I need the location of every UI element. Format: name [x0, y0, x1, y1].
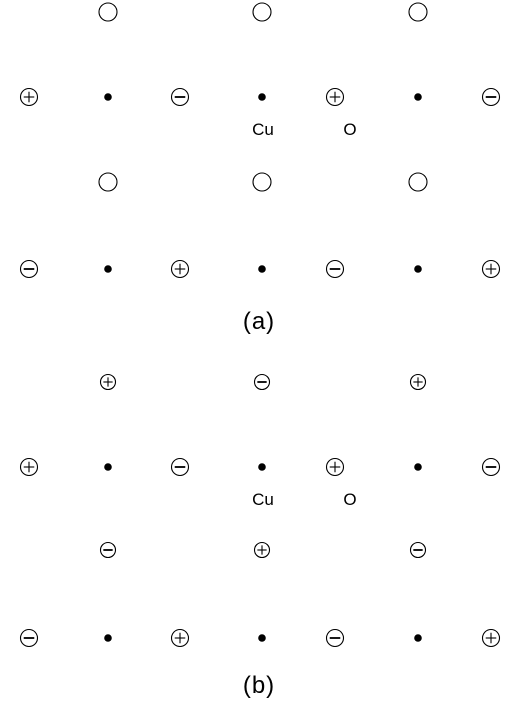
panel-b-cu-atom-dot	[104, 463, 112, 471]
panel-b-plus-circle-icon	[170, 628, 190, 648]
panel-a-caption: (a)	[243, 308, 275, 335]
panel-a-o-label: O	[343, 120, 356, 139]
panel-a-empty-circle-icon	[98, 172, 118, 192]
panel-b-minus-circle-icon	[19, 628, 39, 648]
panel-a-minus-circle-icon	[170, 87, 190, 107]
panel-b-cu-atom-dot	[414, 634, 422, 642]
panel-a-minus-circle-icon	[481, 87, 501, 107]
panel-a-cu-atom-dot	[258, 93, 266, 101]
panel-a-cu-atom-dot	[104, 93, 112, 101]
panel-a-cu-atom-dot	[414, 93, 422, 101]
panel-a-plus-circle-icon	[481, 259, 501, 279]
panel-b-plus-circle-icon	[99, 373, 117, 391]
panel-b-cu-atom-dot	[414, 463, 422, 471]
panel-a-plus-circle-icon	[19, 87, 39, 107]
panel-b-plus-circle-icon	[253, 541, 271, 559]
panel-b-plus-circle-icon	[19, 457, 39, 477]
panel-a-plus-circle-icon	[170, 259, 190, 279]
panel-b-cu-atom-dot	[258, 634, 266, 642]
panel-b-plus-circle-icon	[409, 373, 427, 391]
panel-b-minus-circle-icon	[325, 628, 345, 648]
panel-b-caption: (b)	[243, 672, 275, 699]
panel-a-empty-circle-icon	[252, 2, 272, 22]
panel-a-empty-circle-icon	[408, 2, 428, 22]
panel-b-cu-atom-dot	[104, 634, 112, 642]
panel-b-minus-circle-icon	[409, 541, 427, 559]
panel-a-empty-circle-icon	[408, 172, 428, 192]
panel-b-minus-circle-icon	[170, 457, 190, 477]
panel-a-cu-atom-dot	[104, 265, 112, 273]
panel-a-minus-circle-icon	[19, 259, 39, 279]
panel-a-empty-circle-icon	[252, 172, 272, 192]
panel-b-cu-label: Cu	[252, 490, 274, 509]
panel-b-minus-circle-icon	[99, 541, 117, 559]
panel-a: Cu O (a)	[19, 2, 501, 335]
panel-b-minus-circle-icon	[253, 373, 271, 391]
panel-b-cu-atom-dot	[258, 463, 266, 471]
panel-a-cu-label: Cu	[252, 120, 274, 139]
panel-b-minus-circle-icon	[481, 457, 501, 477]
panel-b: Cu O (b)	[19, 373, 501, 699]
panel-a-empty-circle-icon	[98, 2, 118, 22]
panel-b-o-label: O	[343, 490, 356, 509]
panel-a-minus-circle-icon	[325, 259, 345, 279]
panel-b-plus-circle-icon	[481, 628, 501, 648]
panel-b-plus-circle-icon	[325, 457, 345, 477]
panel-a-plus-circle-icon	[325, 87, 345, 107]
panel-a-cu-atom-dot	[258, 265, 266, 273]
panel-a-cu-atom-dot	[414, 265, 422, 273]
